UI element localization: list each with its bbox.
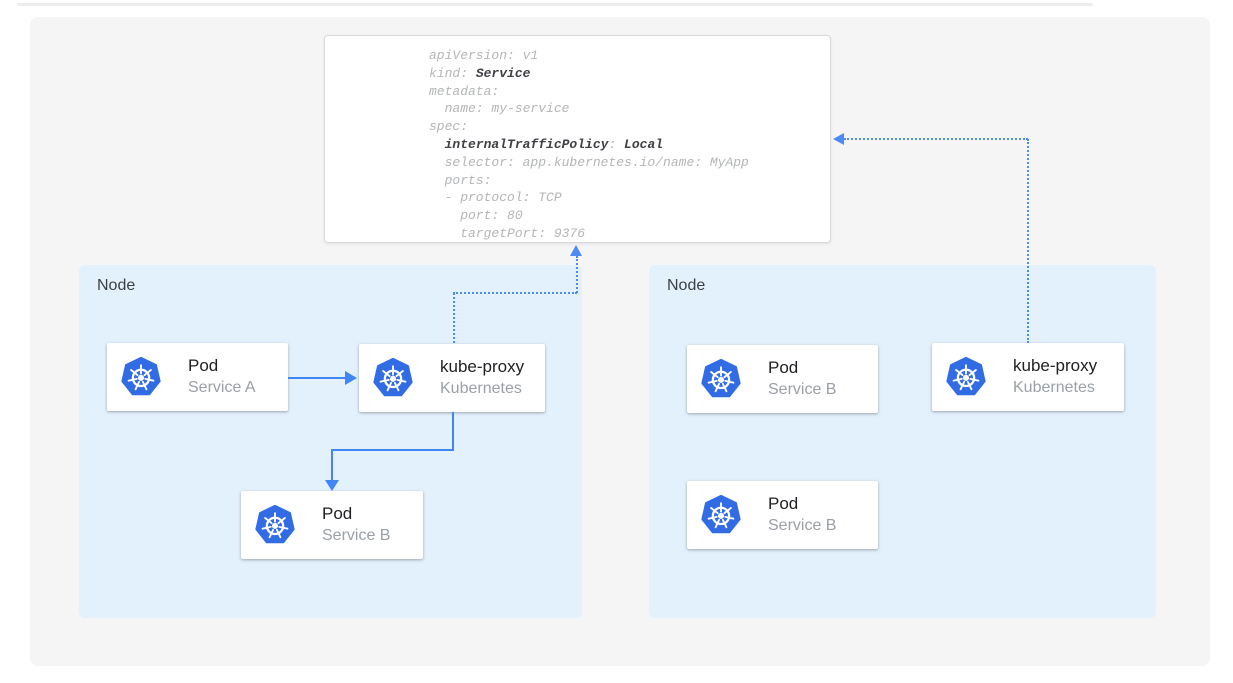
card-title: kube-proxy [1013, 356, 1098, 375]
code-line: targetPort: 9376 [429, 225, 586, 241]
arrow-pod-to-kubeproxy-head [345, 371, 357, 385]
arrow-kubeproxy-to-pod-segment [452, 412, 454, 450]
card-title: Pod [768, 494, 799, 513]
kube-proxy-card-left: kube-proxy Kubernetes [359, 344, 545, 412]
dotted-arrow-left-kubeproxy-to-service-segment [453, 292, 577, 294]
pod-card-service-b-right-bottom: Pod Service B [687, 481, 878, 549]
kubernetes-icon [371, 356, 415, 400]
arrow-kubeproxy-to-pod-head [325, 480, 339, 491]
kubernetes-icon [699, 357, 743, 401]
service-yaml-box: apiVersion: v1 kind: Service metadata: nam… [324, 35, 831, 243]
kube-proxy-card-right: kube-proxy Kubernetes [932, 343, 1124, 411]
pod-card-service-b-right-top: Pod Service B [687, 345, 878, 413]
kubernetes-icon [119, 355, 163, 399]
pod-card-service-a: Pod Service A [107, 343, 288, 411]
card-title: Pod [768, 358, 799, 377]
kubernetes-icon [699, 493, 743, 537]
arrow-kubeproxy-to-pod-segment [331, 451, 333, 481]
code-line: internalTrafficPolicy: Local [444, 136, 664, 152]
card-title: kube-proxy [440, 357, 525, 376]
code-line: kind: Service [429, 65, 531, 81]
dotted-arrow-left-kubeproxy-to-service-segment [453, 293, 455, 343]
card-subtitle: Service B [768, 381, 837, 398]
code-line: name: my-service [429, 101, 570, 117]
kubernetes-icon [944, 355, 988, 399]
card-subtitle: Service B [768, 517, 837, 534]
arrow-kubeproxy-to-pod-segment [331, 449, 454, 451]
dotted-arrow-right-kubeproxy-to-service-segment [1027, 139, 1029, 343]
node-label: Node [667, 277, 706, 294]
arrow-pod-to-kubeproxy-line [288, 377, 346, 379]
code-line: spec: [429, 119, 469, 135]
node-box-right: Node Pod Service B kube-proxy Kubernetes… [649, 265, 1156, 618]
card-subtitle: Service A [188, 379, 256, 396]
card-title: Pod [322, 504, 353, 523]
code-line: port: 80 [429, 208, 523, 224]
code-line: apiVersion: v1 [429, 48, 539, 63]
pod-card-service-b-left: Pod Service B [241, 491, 423, 559]
yaml-code: apiVersion: v1 kind: Service metadata: nam… [325, 36, 830, 242]
card-subtitle: Kubernetes [1013, 379, 1095, 396]
code-line: - protocol: TCP [429, 190, 562, 206]
card-subtitle: Service B [322, 527, 391, 544]
node-box-left: Node Pod Service A kube-proxy Kubernetes… [79, 265, 582, 618]
dotted-arrow-right-kubeproxy-to-service-head [833, 133, 844, 145]
dotted-arrow-left-kubeproxy-to-service-segment [576, 256, 578, 293]
code-line: metadata: [429, 83, 500, 99]
card-title: Pod [188, 356, 219, 375]
code-line: ports: [429, 172, 492, 188]
kubernetes-icon [253, 503, 297, 547]
dotted-arrow-right-kubeproxy-to-service-segment [844, 138, 1028, 140]
code-line: selector: app.kubernetes.io/name: MyApp [429, 154, 749, 170]
node-label: Node [97, 277, 136, 294]
top-divider [17, 3, 1093, 6]
card-subtitle: Kubernetes [440, 380, 522, 397]
dotted-arrow-left-kubeproxy-to-service-head [570, 245, 582, 256]
